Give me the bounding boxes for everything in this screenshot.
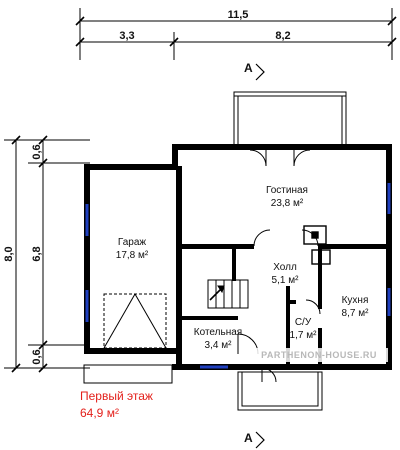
room-hall: Холл 5,1 м² xyxy=(272,262,300,286)
room-living-name: Гостиная xyxy=(266,185,308,196)
dim-offset-bottom: 0,6 xyxy=(31,349,43,364)
room-wc-area: 1,7 м² xyxy=(290,330,318,341)
section-mark-bottom: A xyxy=(244,431,265,449)
room-kitchen-area: 8,7 м² xyxy=(342,308,370,319)
fireplace xyxy=(303,225,331,265)
windows xyxy=(85,183,391,369)
front-porch xyxy=(233,91,347,148)
dim-offset-top: 0,6 xyxy=(31,144,43,159)
room-garage-name: Гараж xyxy=(118,237,147,248)
room-wc: С/У 1,7 м² xyxy=(290,317,318,341)
room-kitchen-name: Кухня xyxy=(342,295,369,306)
room-hall-name: Холл xyxy=(273,262,297,273)
room-boiler: Котельная 3,4 м² xyxy=(194,327,242,351)
watermark: PARTHENON-HOUSE.RU xyxy=(250,348,388,362)
section-mark-top: A xyxy=(244,61,265,81)
dim-overall-depth: 8,0 xyxy=(3,246,15,261)
floor-title: Первый этаж xyxy=(80,389,153,403)
dim-garage-width: 3,3 xyxy=(119,30,134,42)
room-kitchen: Кухня 8,7 м² xyxy=(342,295,370,319)
walls xyxy=(84,144,392,370)
dimension-lines-left xyxy=(4,135,90,373)
watermark-text: PARTHENON-HOUSE.RU xyxy=(261,350,377,360)
svg-text:A: A xyxy=(244,431,253,445)
garage-ramp xyxy=(83,364,173,384)
room-living: Гостиная 23,8 м² xyxy=(266,185,308,209)
dim-overall-width: 11,5 xyxy=(228,9,249,21)
room-boiler-name: Котельная xyxy=(194,327,242,338)
staircase xyxy=(207,279,249,309)
dim-inner-depth: 6,8 xyxy=(31,246,43,261)
dimension-lines-top xyxy=(75,8,397,60)
room-boiler-area: 3,4 м² xyxy=(205,340,233,351)
room-garage: Гараж 17,8 м² xyxy=(116,237,149,261)
room-garage-area: 17,8 м² xyxy=(116,250,149,261)
back-entrance xyxy=(237,371,323,411)
floor-title-block: Первый этаж 64,9 м² xyxy=(80,388,153,422)
dim-house-width: 8,2 xyxy=(275,30,290,42)
svg-text:A: A xyxy=(244,61,253,75)
floor-area: 64,9 м² xyxy=(80,406,119,420)
room-living-area: 23,8 м² xyxy=(271,198,304,209)
room-hall-area: 5,1 м² xyxy=(272,275,300,286)
room-wc-name: С/У xyxy=(295,317,312,328)
